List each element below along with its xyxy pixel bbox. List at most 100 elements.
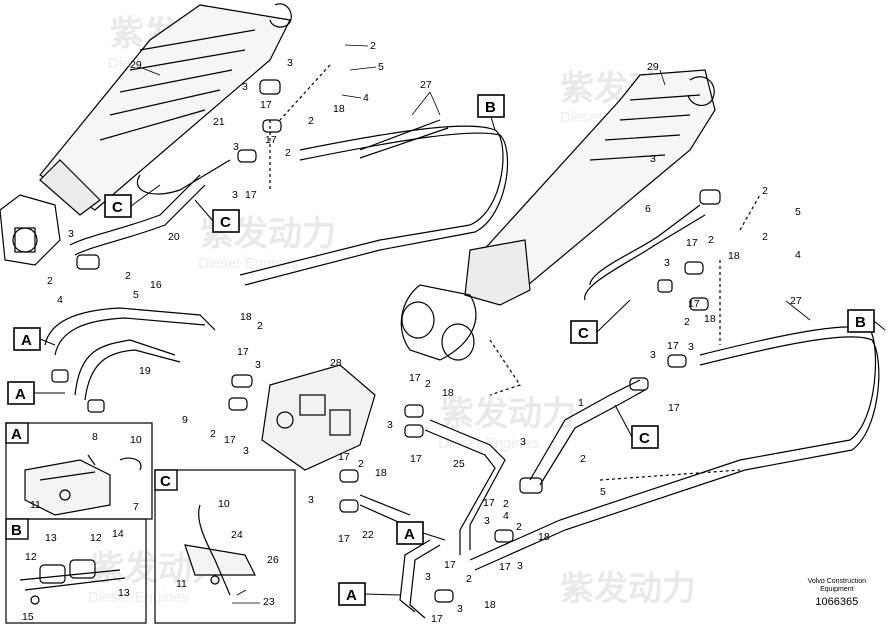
footer: Volvo Construction Equipment 1066365: [808, 578, 866, 609]
part-label: 17: [686, 237, 698, 249]
part-label: 17: [224, 434, 236, 446]
part-label: 4: [795, 249, 801, 261]
part-label: 3: [232, 189, 238, 201]
callout-c-4[interactable]: C: [631, 425, 659, 449]
callout-b-1[interactable]: B: [477, 94, 505, 118]
drawing-lines: [0, 3, 880, 624]
part-label: 15: [22, 611, 34, 623]
callout-a-label: A: [21, 332, 32, 349]
part-label: 3: [517, 560, 523, 572]
part-label: 12: [90, 532, 102, 544]
detail-box-a-label: A: [11, 426, 22, 443]
part-label: 17: [410, 453, 422, 465]
left-cylinder: [0, 3, 292, 266]
detail-box-b-tag: B: [5, 518, 29, 540]
callout-b-2[interactable]: B: [847, 309, 875, 333]
part-label: 5: [795, 206, 801, 218]
callout-a-label: A: [404, 526, 415, 543]
detail-box-c-tag: C: [154, 469, 178, 491]
callout-a-4[interactable]: A: [338, 582, 366, 606]
part-label: 7: [133, 501, 139, 513]
part-label: 26: [267, 554, 279, 566]
part-label: 29: [130, 59, 142, 71]
part-label: 3: [457, 603, 463, 615]
part-label: 2: [308, 115, 314, 127]
part-label: 3: [484, 515, 490, 527]
part-label: 2: [47, 275, 53, 287]
callout-a-1[interactable]: A: [13, 327, 41, 351]
part-label: 11: [30, 499, 41, 511]
part-label: 17: [444, 559, 456, 571]
part-label: 3: [243, 445, 249, 457]
part-label: 27: [420, 79, 432, 91]
part-label: 12: [25, 551, 37, 563]
part-label: 17: [265, 134, 277, 146]
callouts: C C B A A C B C: [5, 94, 886, 606]
callout-b-label: B: [485, 99, 496, 116]
part-label: 10: [130, 434, 142, 446]
part-label: 18: [538, 531, 550, 543]
part-label: 3: [242, 81, 248, 93]
part-label: 2: [285, 147, 291, 159]
callout-c-1[interactable]: C: [104, 194, 132, 218]
part-label: 17: [431, 613, 443, 625]
callout-a-3[interactable]: A: [396, 521, 424, 545]
part-label: 3: [688, 341, 694, 353]
part-label: 2: [580, 453, 586, 465]
part-label: 14: [112, 528, 124, 540]
callout-a-label: A: [346, 587, 357, 604]
part-label: 3: [233, 141, 239, 153]
watermark-cn: 紫发动力: [560, 570, 696, 608]
part-label: 10: [218, 498, 230, 510]
part-label: 3: [664, 257, 670, 269]
part-label: 2: [125, 270, 131, 282]
part-label: 2: [503, 498, 509, 510]
part-label: 27: [790, 295, 802, 307]
part-label: 16: [150, 279, 162, 291]
clamps: [51, 79, 721, 603]
callout-c-3[interactable]: C: [570, 320, 598, 344]
watermark-layer: 紫发动力 Diesel-Engines 紫发动力 Diesel-Engines …: [88, 15, 696, 608]
part-label: 2: [466, 573, 472, 585]
part-label: 17: [668, 402, 680, 414]
part-label: 8: [92, 431, 98, 443]
watermark-en: Diesel-Engines: [88, 589, 189, 606]
part-label: 13: [118, 587, 130, 599]
part-label: 17: [338, 451, 350, 463]
part-label: 17: [237, 346, 249, 358]
detail-box-b-label: B: [11, 522, 22, 539]
callout-b-label: B: [855, 314, 866, 331]
part-label: 19: [139, 365, 151, 377]
part-label: 25: [453, 458, 465, 470]
part-label: 3: [387, 419, 393, 431]
callout-c-2[interactable]: C: [212, 209, 240, 233]
part-label: 17: [667, 340, 679, 352]
detail-box-a-tag: A: [5, 422, 29, 444]
part-label: 18: [240, 311, 252, 323]
watermark-en: Diesel-Engines: [438, 435, 539, 452]
part-label: 2: [257, 320, 263, 332]
part-label: 18: [375, 467, 387, 479]
watermark-cn: 紫发动力: [440, 395, 576, 433]
part-label: 6: [645, 203, 651, 215]
part-label: 17: [260, 99, 272, 111]
part-label: 17: [499, 561, 511, 573]
part-label: 28: [330, 357, 342, 369]
detail-box-c-frame: [154, 469, 296, 624]
part-label: 3: [68, 228, 74, 240]
label-leaders: [141, 44, 811, 604]
part-label: 4: [363, 92, 369, 104]
part-label: 4: [503, 510, 509, 522]
callout-a-2[interactable]: A: [7, 381, 35, 405]
part-label: 20: [168, 231, 180, 243]
part-label: 2: [425, 378, 431, 390]
part-label: 2: [516, 521, 522, 533]
part-label: 1: [578, 397, 584, 409]
part-label: 29: [647, 61, 659, 73]
part-label: 9: [182, 414, 188, 426]
part-label: 4: [57, 294, 63, 306]
part-label: 3: [287, 57, 293, 69]
part-label: 2: [762, 185, 768, 197]
part-label: 17: [338, 533, 350, 545]
